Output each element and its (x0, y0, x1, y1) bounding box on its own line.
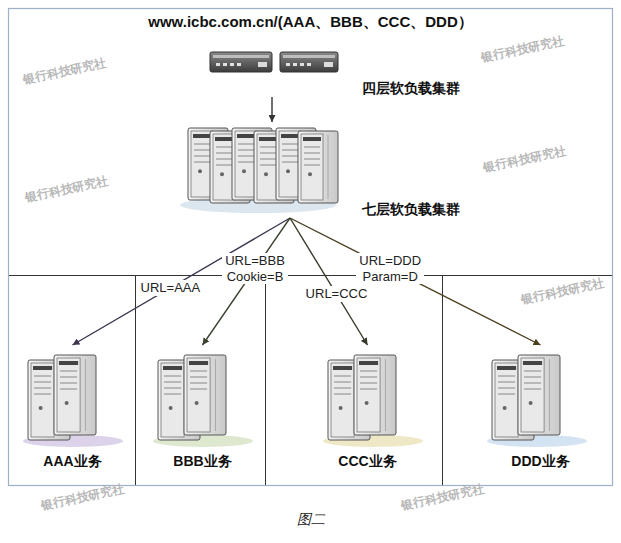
server-group: DDD业务 (478, 345, 603, 470)
caption: 图二 (0, 511, 621, 529)
server-group: CCC业务 (305, 345, 430, 470)
watermark: 银行科技研究社 (400, 481, 486, 515)
watermark: 银行科技研究社 (24, 173, 110, 207)
server-group: AAA业务 (15, 345, 130, 470)
connector-arrow (290, 218, 541, 345)
divider-line (9, 275, 612, 276)
watermark: 银行科技研究社 (520, 275, 606, 309)
watermark: 银行科技研究社 (482, 143, 568, 177)
node-label: 四层软负载集群 (362, 80, 460, 97)
edge-label: URL=CCC (303, 286, 371, 302)
tower-server (518, 355, 560, 435)
watermark: 银行科技研究社 (22, 55, 108, 89)
node-label: 七层软负载集群 (362, 201, 460, 218)
node-label: CCC业务 (338, 453, 396, 470)
rack-server (280, 52, 338, 72)
node-label: DDD业务 (511, 453, 569, 470)
tower-server (54, 355, 96, 435)
divider-line (442, 275, 443, 485)
tower-server (184, 355, 226, 435)
node-label: AAA业务 (43, 453, 101, 470)
load-balancer-cluster: 四层软负载集群 (205, 45, 470, 97)
rack-server (210, 52, 272, 72)
watermark: 银行科技研究社 (480, 33, 566, 67)
edge-label: URL=DDD Param=D (356, 253, 424, 284)
connector-arrow (73, 218, 291, 345)
server-group: BBB业务 (145, 345, 260, 470)
edge-label: URL=AAA (138, 280, 204, 296)
divider-line (135, 275, 136, 485)
node-label: BBB业务 (173, 453, 231, 470)
watermark: 银行科技研究社 (40, 481, 126, 515)
connector-arrow (271, 97, 272, 122)
edge-label: URL=BBB Cookie=B (222, 253, 288, 284)
load-balancer-cluster: 七层软负载集群 (180, 122, 470, 218)
divider-line (265, 275, 266, 485)
outer-frame (9, 9, 613, 486)
tower-server (354, 355, 396, 435)
tower-server (298, 131, 338, 203)
connector-arrow (203, 218, 291, 345)
title: www.icbc.com.cn/(AAA、BBB、CCC、DDD） (0, 13, 621, 32)
